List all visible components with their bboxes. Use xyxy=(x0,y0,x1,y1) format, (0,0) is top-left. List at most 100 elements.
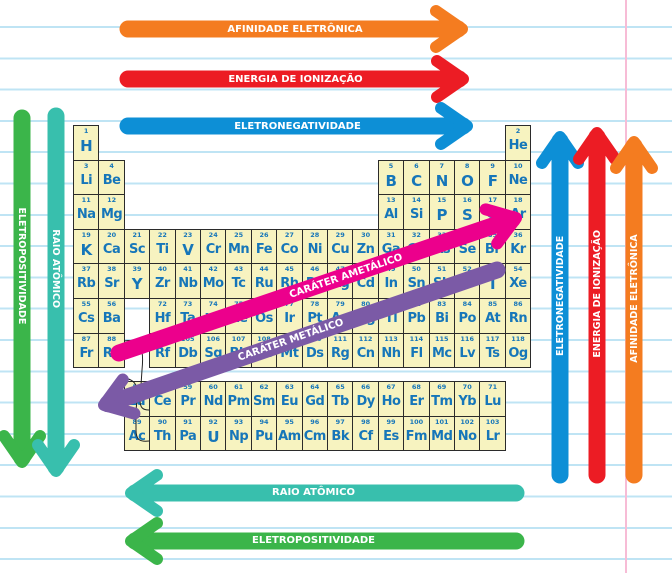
atomic-number: 71 xyxy=(488,383,498,391)
element-symbol: V xyxy=(182,240,194,259)
element-symbol: Li xyxy=(80,172,93,188)
element-symbol: B xyxy=(385,171,397,190)
atomic-number: 12 xyxy=(107,196,117,205)
element-symbol: Ds xyxy=(306,345,324,361)
element-symbol: Rf xyxy=(155,345,170,361)
element-symbol: Fr xyxy=(79,345,93,361)
element-symbol: No xyxy=(457,428,477,444)
atomic-number: 68 xyxy=(411,383,421,391)
element-symbol: Rn xyxy=(508,311,528,326)
atomic-number: 107 xyxy=(231,334,246,343)
left-electropositivity-arrow: ELETROPOSITIVIDADE xyxy=(0,109,46,468)
atomic-number: 55 xyxy=(81,300,91,308)
atomic-number: 117 xyxy=(485,334,500,343)
element-symbol: Rg xyxy=(331,345,350,361)
element-symbol: Ir xyxy=(284,311,295,326)
element-symbol: Pu xyxy=(255,428,273,444)
arrow-head xyxy=(435,102,473,150)
element-symbol: At xyxy=(484,311,501,326)
element-symbol: K xyxy=(80,240,93,259)
element-symbol: Ba xyxy=(102,311,121,326)
atomic-number: 32 xyxy=(411,230,421,239)
element-symbol: Nh xyxy=(381,345,401,361)
arrow-label: ENERGIA DE IONIZAÇÃO xyxy=(592,230,603,358)
atomic-number: 22 xyxy=(157,230,167,239)
atomic-number: 78 xyxy=(310,300,320,308)
atomic-number: 88 xyxy=(107,334,117,343)
element-symbol: Am xyxy=(278,428,301,444)
atomic-number: 18 xyxy=(513,196,523,205)
atomic-number: 26 xyxy=(259,230,269,239)
atomic-number: 80 xyxy=(361,300,371,308)
element-symbol: Po xyxy=(458,311,476,326)
atomic-number: 2 xyxy=(515,127,521,135)
element-symbol: Ca xyxy=(102,241,121,257)
atomic-number: 93 xyxy=(234,417,244,426)
element-symbol: Co xyxy=(280,241,299,257)
element-symbol: P xyxy=(436,206,448,225)
arrow-head xyxy=(573,127,621,165)
atomic-number: 60 xyxy=(208,383,218,391)
element-symbol: Zr xyxy=(154,276,170,292)
element-symbol: Fl xyxy=(410,345,423,361)
element-symbol: Ce xyxy=(153,394,172,409)
atomic-number: 85 xyxy=(488,300,498,308)
element-symbol: Th xyxy=(153,428,172,444)
element-symbol: Cm xyxy=(303,428,327,444)
atomic-number: 7 xyxy=(439,161,445,170)
arrow-head xyxy=(431,55,469,103)
atomic-number: 50 xyxy=(411,265,421,274)
atomic-number: 31 xyxy=(386,230,396,239)
element-symbol: Be xyxy=(102,172,121,188)
element-symbol: Se xyxy=(458,241,477,257)
element-symbol: C xyxy=(411,171,422,190)
element-symbol: Eu xyxy=(280,394,299,409)
element-symbol: Db xyxy=(178,345,198,361)
top-electronegativity-arrow: ELETRONEGATIVIDADE xyxy=(119,102,473,150)
atomic-number: 112 xyxy=(358,334,373,343)
element-symbol: Cs xyxy=(78,311,95,326)
atomic-number: 72 xyxy=(157,300,167,308)
element-symbol: Sr xyxy=(104,276,119,292)
element-symbol: Tb xyxy=(331,394,350,409)
element-symbol: Si xyxy=(409,207,423,223)
element-symbol: Kr xyxy=(510,241,526,257)
atomic-number: 100 xyxy=(409,417,424,426)
atomic-number: 95 xyxy=(284,417,294,426)
element-symbol: Np xyxy=(228,428,249,444)
element-symbol: Gd xyxy=(305,394,325,409)
element-symbol: Cr xyxy=(205,241,221,257)
element-symbol: Nb xyxy=(178,276,198,292)
atomic-number: 94 xyxy=(259,417,269,426)
arrow-label: RAIO ATÔMICO xyxy=(50,229,62,308)
arrow-head xyxy=(98,373,141,420)
atomic-number: 41 xyxy=(183,265,193,274)
element-symbol: F xyxy=(487,171,498,190)
atomic-number: 52 xyxy=(462,265,472,274)
atomic-number: 45 xyxy=(284,265,294,274)
element-symbol: Ru xyxy=(254,276,274,292)
atomic-number: 101 xyxy=(435,417,449,426)
atomic-number: 51 xyxy=(437,265,447,274)
atomic-number: 113 xyxy=(384,334,398,343)
element-symbol: Cd xyxy=(356,276,375,292)
arrow-label: ELETROPOSITIVIDADE xyxy=(252,535,375,546)
element-symbol: Pr xyxy=(180,394,196,409)
atomic-number: 103 xyxy=(485,417,500,426)
element-symbol: Md xyxy=(431,428,453,444)
element-symbol: Mc xyxy=(431,345,452,361)
element-symbol: H xyxy=(80,137,93,155)
arrow-shaft xyxy=(110,210,521,362)
